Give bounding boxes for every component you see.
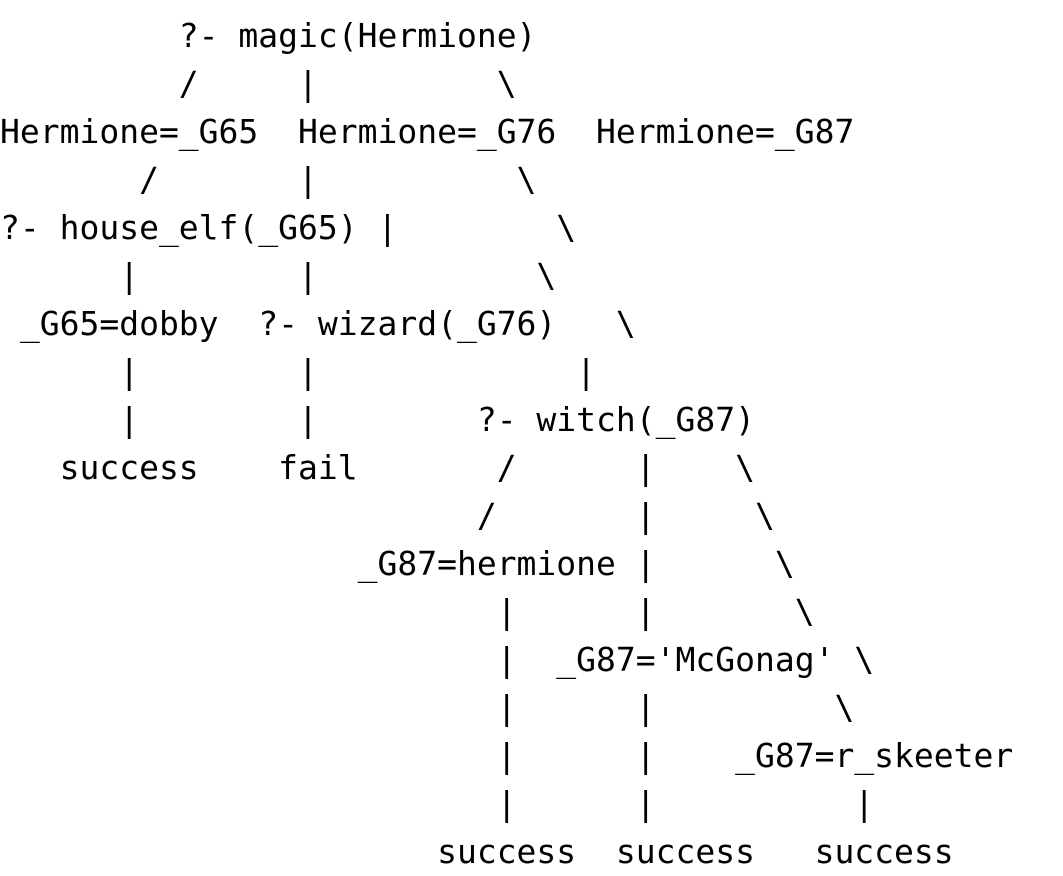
tree-line-final-success: success success success	[0, 832, 954, 871]
tree-line-witch-query: | | ?- witch(_G87)	[0, 400, 755, 439]
tree-line: | | \	[0, 256, 557, 295]
tree-line: / | \	[0, 160, 537, 199]
tree-line: | | |	[0, 784, 875, 823]
tree-line-success-fail: success fail / | \	[0, 448, 755, 487]
tree-line-root-query: ?- magic(Hermione)	[0, 16, 537, 55]
tree-line: | | |	[0, 352, 597, 391]
tree-line-root-branches: / | \	[0, 64, 517, 103]
tree-line-dobby-wizard: _G65=dobby ?- wizard(_G76) \	[0, 304, 636, 343]
tree-line: / | \	[0, 496, 775, 535]
tree-line-house-elf-query: ?- house_elf(_G65) | \	[0, 208, 577, 247]
tree-line-mcgonag-binding: | _G87='McGonag' \	[0, 640, 875, 679]
tree-line-hermione-binding: _G87=hermione | \	[0, 544, 795, 583]
tree-line-unifications: Hermione=_G65 Hermione=_G76 Hermione=_G8…	[0, 112, 855, 151]
tree-line: | | \	[0, 688, 855, 727]
tree-line-skeeter-binding: | | _G87=r_skeeter	[0, 736, 1014, 775]
tree-line: | | \	[0, 592, 815, 631]
